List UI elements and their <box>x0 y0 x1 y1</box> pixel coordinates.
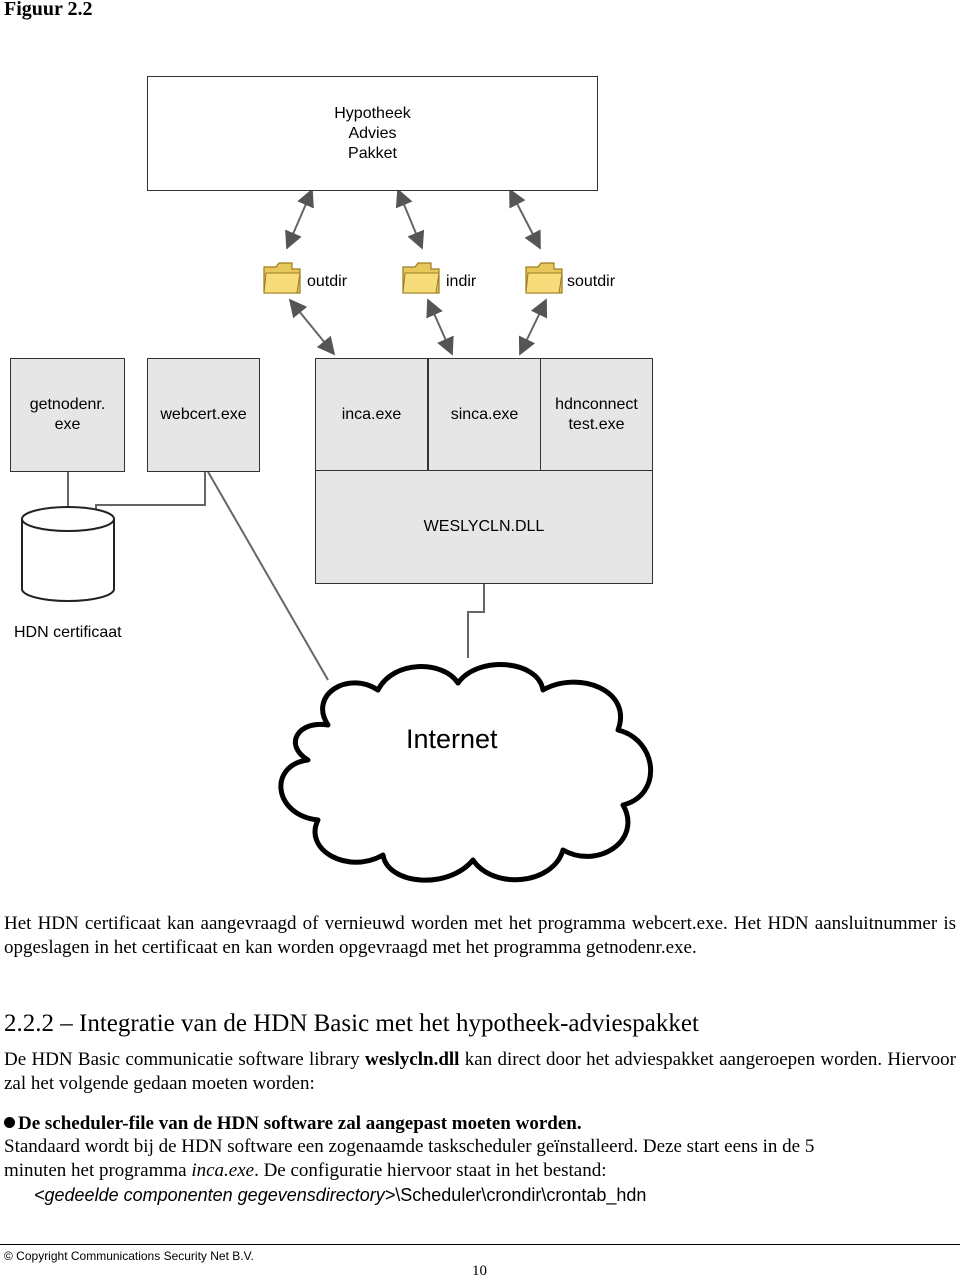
arrow-soutdir-hdnconnect <box>518 298 548 356</box>
internet-label: Internet <box>406 724 498 754</box>
folder-label-outdir: outdir <box>307 273 348 290</box>
diagram-connectors <box>67 188 548 681</box>
paragraph-text: minuten het programma <box>4 1160 192 1181</box>
section-heading: 2.2.2 – Integratie van de HDN Basic met … <box>4 1010 699 1037</box>
dll-label: WESLYCLN.DLL <box>423 518 545 535</box>
arrow-box-indir <box>395 188 425 250</box>
scheduler-path: <gedeelde componenten gegevensdirectory>… <box>34 1185 646 1206</box>
program-label: getnodenr. exe <box>29 396 106 433</box>
program-box-getnodenr: getnodenr. exe <box>10 358 125 472</box>
paragraph-weslycln: De HDN Basic communicatie software libra… <box>4 1048 956 1096</box>
folder-icon <box>402 262 440 294</box>
path-text: \Scheduler\crondir\crontab_hdn <box>395 1185 647 1205</box>
library-name: weslycln.dll <box>364 1049 460 1070</box>
paragraph-certificaat: Het HDN certificaat kan aangevraagd of v… <box>4 913 956 958</box>
arrow-indir-sinca <box>426 298 454 356</box>
arrow-box-outdir <box>285 188 314 250</box>
line-dll-internet <box>467 583 485 658</box>
figure-label: Figuur 2.2 <box>4 0 93 20</box>
paragraph-text: . De configuratie hiervoor staat in het … <box>254 1160 607 1181</box>
paragraph-scheduler-line2: minuten het programma inca.exe. De confi… <box>4 1160 607 1182</box>
arrow-outdir-inca <box>288 298 336 356</box>
database-icon <box>21 506 115 602</box>
program-label: webcert.exe <box>160 406 247 423</box>
footer-divider <box>0 1244 960 1245</box>
paragraph-text: kan direct door het adviespakket aangero… <box>4 1049 957 1094</box>
folder-label-soutdir: soutdir <box>567 273 616 290</box>
footer-copyright: © Copyright Communications Security Net … <box>4 1249 254 1263</box>
folder-label-indir: indir <box>446 273 477 290</box>
line-webcert-internet <box>206 469 329 681</box>
program-name: inca.exe <box>191 1160 255 1181</box>
folder-icon <box>525 262 563 294</box>
path-variable: <gedeelde componenten gegevensdirectory> <box>34 1185 396 1205</box>
program-label: inca.exe <box>341 406 402 423</box>
program-label: sinca.exe <box>450 406 519 423</box>
weslycln-dll-box: WESLYCLN.DLL <box>315 470 653 584</box>
bullet-text: De scheduler-file van de HDN software za… <box>18 1113 582 1134</box>
program-box-inca: inca.exe <box>315 358 428 472</box>
paragraph-scheduler-line1: Standaard wordt bij de HDN software een … <box>4 1136 815 1157</box>
hypotheek-advies-pakket-box: Hypotheek Advies Pakket <box>147 76 598 191</box>
folder-icon <box>263 262 301 294</box>
program-box-sinca: sinca.exe <box>428 358 541 472</box>
program-box-webcert: webcert.exe <box>147 358 260 472</box>
bullet-item: De scheduler-file van de HDN software za… <box>4 1113 582 1135</box>
internet-cloud-icon <box>278 662 653 883</box>
database-label: HDN certificaat <box>14 624 122 641</box>
program-label: hdnconnect test.exe <box>555 396 638 433</box>
bullet-icon <box>4 1117 15 1128</box>
program-box-hdnconnect: hdnconnect test.exe <box>540 358 653 472</box>
arrow-box-soutdir <box>509 188 541 250</box>
hypotheek-advies-pakket-label: Hypotheek Advies Pakket <box>334 104 411 162</box>
page-number: 10 <box>472 1263 487 1279</box>
paragraph-text: De HDN Basic communicatie software libra… <box>4 1049 365 1070</box>
